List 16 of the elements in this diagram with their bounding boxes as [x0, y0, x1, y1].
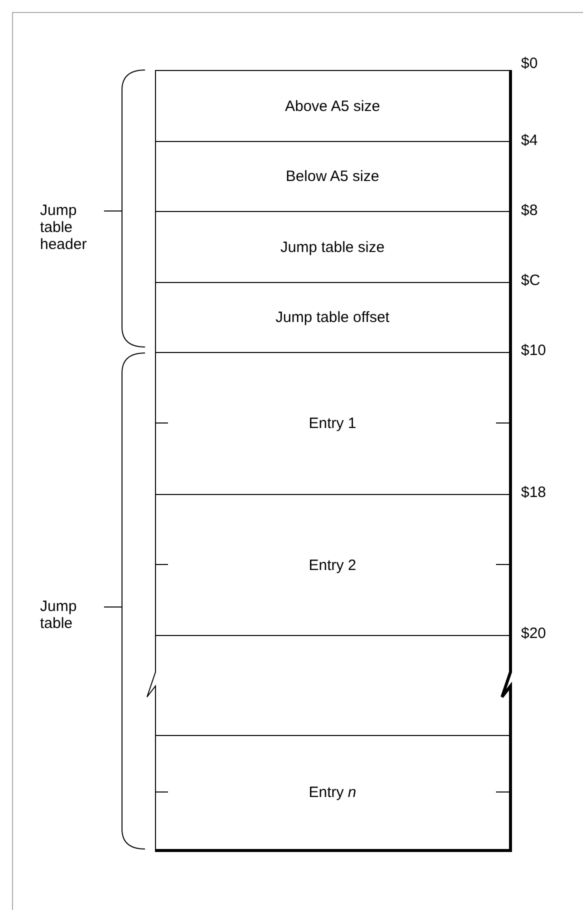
- offset-label: $0: [521, 55, 538, 72]
- memory-cell: Jump table offset: [155, 282, 512, 352]
- memory-cell: Jump table size: [155, 211, 512, 282]
- brace-label: Jump table: [40, 598, 78, 632]
- offset-label: $18: [521, 484, 546, 501]
- memory-cell: Entry 2: [155, 494, 512, 635]
- memory-cell: Above A5 size: [155, 70, 512, 141]
- offset-label: $C: [521, 272, 540, 289]
- brace-label: Jump table header: [40, 202, 88, 253]
- memory-cell: Below A5 size: [155, 141, 512, 211]
- memory-cell: Entry 1: [155, 352, 512, 494]
- offset-label: $4: [521, 132, 538, 149]
- offset-label: $10: [521, 342, 546, 359]
- offset-label: $20: [521, 625, 546, 642]
- offset-label: $8: [521, 202, 538, 219]
- memory-cell: Entry n: [155, 735, 512, 852]
